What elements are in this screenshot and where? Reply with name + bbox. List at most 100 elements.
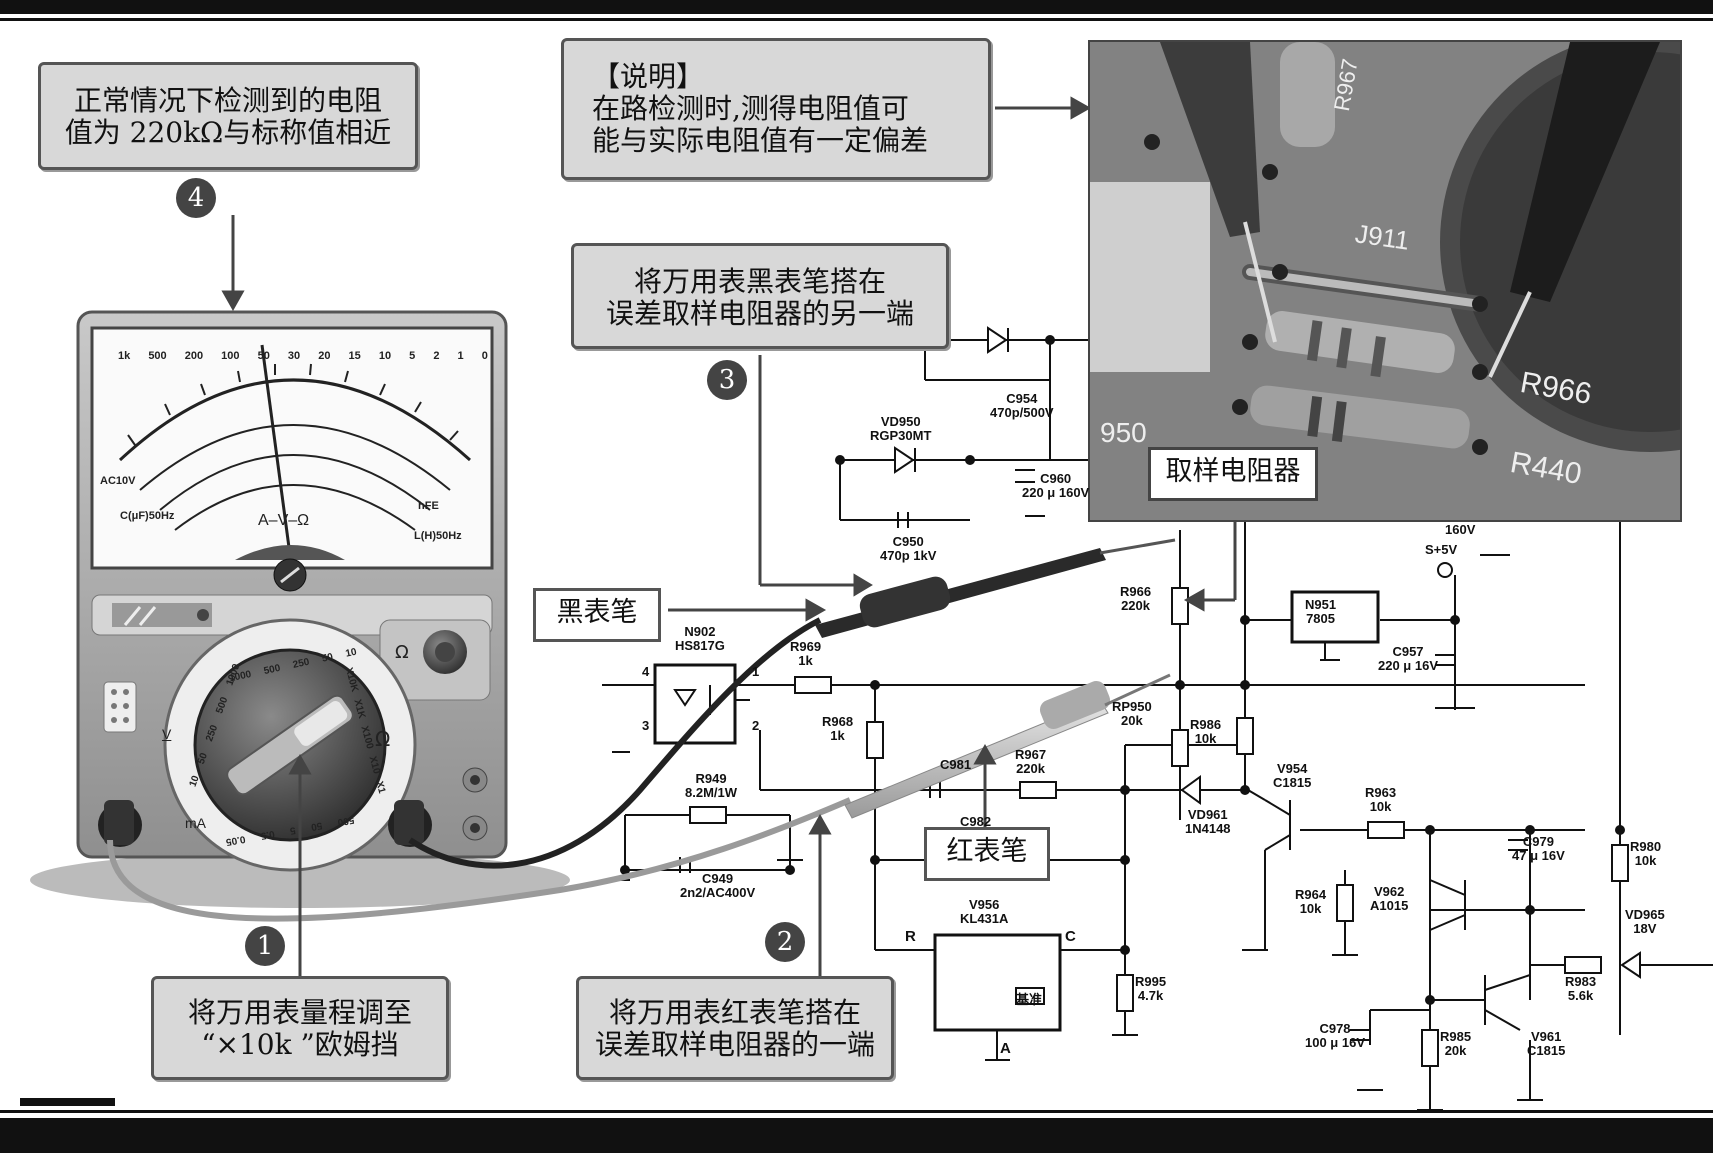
- scale-tick: 50: [257, 350, 270, 362]
- bottom-border-bar: [0, 1118, 1713, 1153]
- component-ref: R968: [822, 714, 854, 729]
- component-value: 470p/500V: [990, 405, 1054, 420]
- schematic-misc-v160: 160V: [1445, 522, 1476, 537]
- component-value: 20k: [1121, 713, 1143, 728]
- callout-line: 误差取样电阻器的一端: [594, 1028, 875, 1061]
- meter-ohm-adjust-symbol: Ω: [395, 642, 409, 663]
- callout-arrows: [221, 96, 1237, 985]
- component-value: 220 μ 160V: [1022, 485, 1090, 500]
- component-ref: V956: [969, 897, 1000, 912]
- scale-tick: 30: [287, 350, 301, 362]
- schematic-misc-pin-a: A: [1000, 1040, 1011, 1057]
- component-value: 5.6k: [1567, 988, 1594, 1003]
- schematic-misc-s5v: S+5V: [1425, 542, 1458, 557]
- schematic-misc-pin4: 4: [642, 664, 650, 679]
- schematic-misc-pin3: 3: [642, 718, 650, 733]
- component-ref: C960: [1040, 471, 1072, 486]
- component-value: C1815: [1273, 775, 1312, 790]
- component-value: 470p 1kV: [880, 548, 937, 563]
- component-ref: R963: [1365, 785, 1397, 800]
- component-ref: C957: [1392, 644, 1424, 659]
- component-value: 220k: [1121, 598, 1150, 613]
- component-ref: V961: [1530, 1029, 1562, 1044]
- component-value: 100 μ 16V: [1305, 1035, 1365, 1050]
- component-ref: C950: [892, 534, 924, 549]
- component-ref: VD965: [1625, 907, 1665, 922]
- red-probe-lead: [107, 673, 1171, 922]
- scale-tick: 5: [409, 350, 416, 362]
- component-ref: R985: [1440, 1029, 1472, 1044]
- top-border-line: [0, 18, 1713, 21]
- component-value: 18V: [1633, 921, 1657, 936]
- photo-mark-950: 950: [1100, 417, 1147, 448]
- callout-line: 值为 220kΩ与标称值相近: [64, 116, 392, 149]
- scale-tick: 2: [433, 350, 440, 362]
- meter-hfe-label: hFE: [418, 500, 439, 512]
- component-value: KL431A: [960, 911, 1009, 926]
- red-probe-label: 红表笔: [924, 827, 1050, 881]
- callout-description: 【说明】 在路检测时,测得电阻值可 能与实际电阻值有一定偏差: [561, 38, 991, 180]
- meter-ac-label: AC10V: [100, 475, 136, 487]
- callout-line: 将万用表量程调至: [187, 996, 412, 1029]
- callout-line: 将万用表红表笔搭在: [608, 996, 861, 1029]
- component-ref: R964: [1295, 887, 1327, 902]
- step-number-1: 1: [245, 926, 285, 966]
- dial-label: 10: [344, 646, 358, 660]
- callout-line: 能与实际电阻值有一定偏差: [592, 124, 929, 157]
- component-value: 10k: [1634, 853, 1657, 868]
- schematic-misc-pin-r: R: [905, 928, 916, 945]
- component-value: 10k: [1369, 799, 1392, 814]
- component-ref: R995: [1135, 974, 1167, 989]
- component-value: 20k: [1444, 1043, 1467, 1058]
- component-ref: V954: [1276, 761, 1308, 776]
- black-probe-lead: [408, 538, 1176, 869]
- component-ref: C979: [1522, 834, 1554, 849]
- step-number-3: 3: [707, 360, 747, 400]
- callout-line: 在路检测时,测得电阻值可: [592, 92, 909, 125]
- component-value: 1N4148: [1185, 821, 1231, 836]
- circuit-board-photo: R967 J911 R966 R440 950: [1088, 40, 1682, 522]
- schematic-misc-pin-c: C: [1065, 928, 1076, 945]
- callout-normal-reading: 正常情况下检测到的电阻 值为 220kΩ与标称值相近: [38, 62, 418, 170]
- component-value: HS817G: [675, 638, 725, 653]
- component-ref: C978: [1319, 1021, 1351, 1036]
- schematic-misc-ref-box: 基准: [1016, 992, 1043, 1007]
- component-ref: R967: [1015, 747, 1047, 762]
- component-value: 220k: [1016, 761, 1045, 776]
- component-value: A1015: [1370, 898, 1409, 913]
- component-ref: R966: [1120, 584, 1152, 599]
- component-ref: R986: [1190, 717, 1222, 732]
- component-ref: VD961: [1187, 807, 1228, 822]
- component-ref: C949: [702, 871, 734, 886]
- callout-black-probe-step: 将万用表黑表笔搭在 误差取样电阻器的另一端: [571, 243, 949, 349]
- black-probe-label: 黑表笔: [533, 588, 661, 642]
- schematic-misc-pin2: 2: [752, 718, 760, 733]
- scale-tick: 1k: [118, 350, 131, 362]
- sample-resistor-label: 取样电阻器: [1148, 447, 1318, 501]
- scale-tick: 100: [221, 350, 240, 362]
- component-ref: R969: [790, 639, 822, 654]
- scale-tick: 20: [318, 350, 331, 362]
- multimeter: [76, 310, 508, 872]
- top-border-bar: [0, 0, 1713, 14]
